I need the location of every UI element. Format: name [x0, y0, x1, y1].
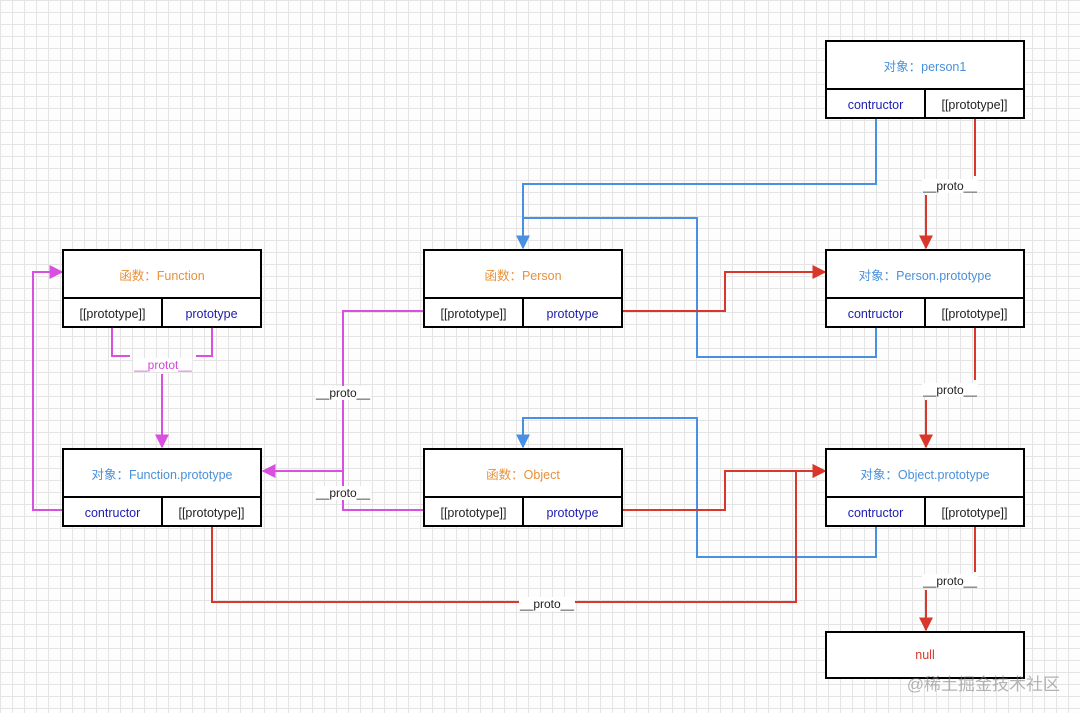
edge-label-object-prototype-proto: __proto__ — [921, 574, 979, 588]
node-person-prototype: 对象：Person.prototype contructor [[prototyp… — [825, 249, 1025, 328]
prototype-field: prototype — [546, 505, 599, 520]
node-function-prototype: 对象：Function.prototype contructor [[protot… — [62, 448, 262, 527]
constructor-field: contructor — [64, 498, 163, 527]
prototype-field: prototype — [185, 306, 238, 321]
node-title: 对象：Object.prototype — [827, 450, 1023, 498]
edge-label-person1-proto: __proto__ — [921, 179, 979, 193]
node-null: null — [825, 631, 1025, 679]
node-person: 函数：Person [[prototype]] prototype — [423, 249, 623, 328]
edge-label-function-prototype-proto: __proto__ — [518, 597, 576, 611]
node-title: 函数：Person — [425, 251, 621, 299]
constructor-field: contructor — [827, 299, 926, 328]
edge-person1-constructor — [516, 118, 877, 250]
prototype-slot-field: [[prototype]] — [941, 97, 1008, 112]
edge-label-function-protot: __protot__ — [133, 358, 193, 372]
node-title: 对象：Person.prototype — [827, 251, 1023, 299]
node-function: 函数：Function [[prototype]] prototype — [62, 249, 262, 328]
watermark: @稀土掘金技术社区 — [906, 675, 1060, 694]
node-person1: 对象：person1 contructor [[prototype]] — [825, 40, 1025, 119]
prototype-slot-field: [[prototype]] — [178, 505, 245, 520]
edge-function-prototype-proto — [211, 464, 827, 603]
edge-person-prototype-constructor — [523, 217, 877, 358]
constructor-field: contructor — [827, 498, 926, 527]
prototype-slot-field: [[prototype]] — [425, 299, 524, 328]
prototype-slot-field: [[prototype]] — [425, 498, 524, 527]
prototype-slot-field: [[prototype]] — [941, 306, 1008, 321]
edge-label-person-proto: __proto__ — [314, 386, 372, 400]
node-object-prototype: 对象：Object.prototype contructor [[prototyp… — [825, 448, 1025, 527]
prototype-slot-field: [[prototype]] — [64, 299, 163, 328]
edge-function-prototype-constructor — [32, 265, 64, 511]
edge-object-prototype-constructor — [516, 417, 877, 558]
node-title: 函数：Function — [64, 251, 260, 299]
edge-object-prototype-link — [623, 464, 827, 511]
node-title: null — [915, 648, 935, 662]
constructor-field: contructor — [827, 90, 926, 119]
edge-function-bracket-left — [111, 327, 130, 357]
node-object: 函数：Object [[prototype]] prototype — [423, 448, 623, 527]
prototype-field: prototype — [546, 306, 599, 321]
prototype-slot-field: [[prototype]] — [941, 505, 1008, 520]
node-title: 对象：Function.prototype — [64, 450, 260, 498]
edge-label-person-prototype-proto: __proto__ — [921, 383, 979, 397]
edge-label-object-proto: __proto__ — [314, 486, 372, 500]
node-title: 对象：person1 — [827, 42, 1023, 90]
edge-person-prototype-link — [623, 265, 827, 312]
edge-function-bracket-right — [196, 327, 213, 357]
edge-object-proto — [342, 471, 424, 511]
node-title: 函数：Object — [425, 450, 621, 498]
